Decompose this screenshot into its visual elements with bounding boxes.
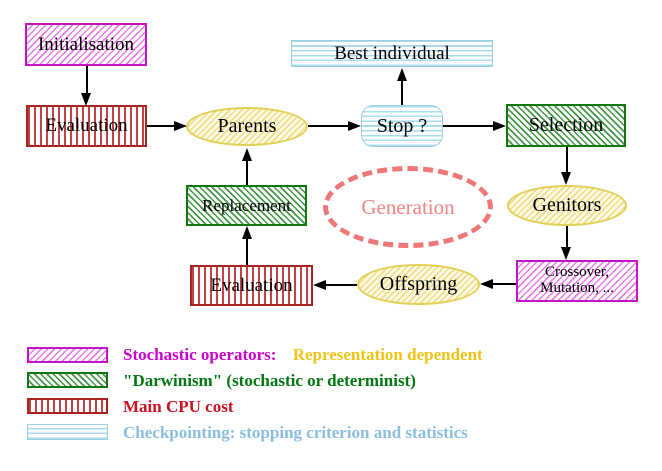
arrow-parents-to-stop-head (348, 121, 361, 131)
arrow-eval-to-parents-head (174, 121, 187, 131)
arrow-eval-to-replacement-line (246, 238, 248, 265)
legend-row-darwinism: "Darwinism" (stochastic or determinist) (123, 371, 416, 391)
arrow-stop-to-best-line (401, 80, 403, 105)
generation-loop-ellipse: Generation (323, 166, 493, 248)
arrow-crossover-to-offspring-line (493, 283, 516, 285)
arrow-parents-to-stop-line (308, 125, 349, 127)
legend-text-representation-dependent: Representation dependent (292, 345, 483, 364)
node-parents: Parents (186, 107, 308, 146)
legend-row-main-cpu-cost: Main CPU cost (123, 397, 233, 417)
node-selection: Selection (506, 104, 626, 147)
node-replacement: Replacement (186, 185, 307, 226)
legend-text-main-cpu-cost: Main CPU cost (123, 397, 234, 416)
arrow-eval-to-replacement-head (242, 226, 252, 239)
node-mutation-label: Mutation, ... (540, 280, 614, 296)
node-best-individual-label: Best individual (334, 42, 450, 64)
arrow-init-to-eval-head (81, 93, 91, 106)
legend-swatch-checkpointing (27, 424, 108, 440)
arrow-stop-to-selection-line (443, 125, 494, 127)
node-stop-label: Stop ? (376, 114, 428, 137)
arrow-eval-to-parents-line (147, 125, 176, 127)
legend-text-darwinism: "Darwinism" (stochastic or determinist) (123, 371, 416, 390)
node-initialisation: Initialisation (25, 23, 147, 66)
node-crossover-label: Crossover, (545, 264, 609, 281)
arrow-replacement-to-parents-head (242, 148, 252, 161)
node-best-individual: Best individual (291, 40, 493, 67)
arrow-genitors-to-crossover-head (561, 247, 571, 260)
arrow-replacement-to-parents-line (246, 160, 248, 185)
arrow-selection-to-genitors-head (561, 172, 571, 185)
legend-swatch-darwinism (27, 372, 108, 388)
arrow-stop-to-best-head (397, 68, 407, 81)
node-evaluation-bottom-label: Evaluation (210, 274, 293, 296)
generation-label: Generation (361, 194, 455, 219)
node-evaluation-top-label: Evaluation (45, 115, 128, 137)
legend-row-checkpointing: Checkpointing: stopping criterion and st… (123, 423, 468, 443)
arrow-init-to-eval-line (86, 66, 88, 94)
legend-text-checkpointing: Checkpointing: stopping criterion and st… (123, 423, 468, 442)
arrow-genitors-to-crossover-line (566, 226, 568, 249)
node-evaluation-top: Evaluation (26, 105, 147, 147)
node-parents-label: Parents (217, 115, 277, 137)
node-selection-label: Selection (528, 114, 604, 136)
node-crossover-mutation: Crossover, Mutation, ... (516, 260, 638, 302)
arrow-offspring-to-eval-head (313, 280, 326, 290)
legend-swatch-stochastic-operators (27, 347, 108, 363)
node-replacement-label: Replacement (202, 195, 291, 215)
arrow-offspring-to-eval-line (326, 284, 357, 286)
node-offspring: Offspring (357, 264, 480, 305)
node-genitors-label: Genitors (532, 194, 602, 216)
legend-text-stochastic-operators: Stochastic operators: (123, 345, 277, 364)
node-genitors: Genitors (507, 185, 627, 226)
arrow-crossover-to-offspring-head (480, 279, 493, 289)
node-initialisation-label: Initialisation (37, 33, 135, 55)
arrow-stop-to-selection-head (493, 121, 506, 131)
node-evaluation-bottom: Evaluation (190, 265, 313, 306)
node-offspring-label: Offspring (379, 273, 458, 295)
legend-row-stochastic-operators: Stochastic operators: Representation dep… (123, 345, 483, 365)
legend-swatch-main-cpu-cost (27, 398, 108, 414)
node-stop: Stop ? (361, 105, 443, 147)
arrow-selection-to-genitors-line (566, 147, 568, 174)
